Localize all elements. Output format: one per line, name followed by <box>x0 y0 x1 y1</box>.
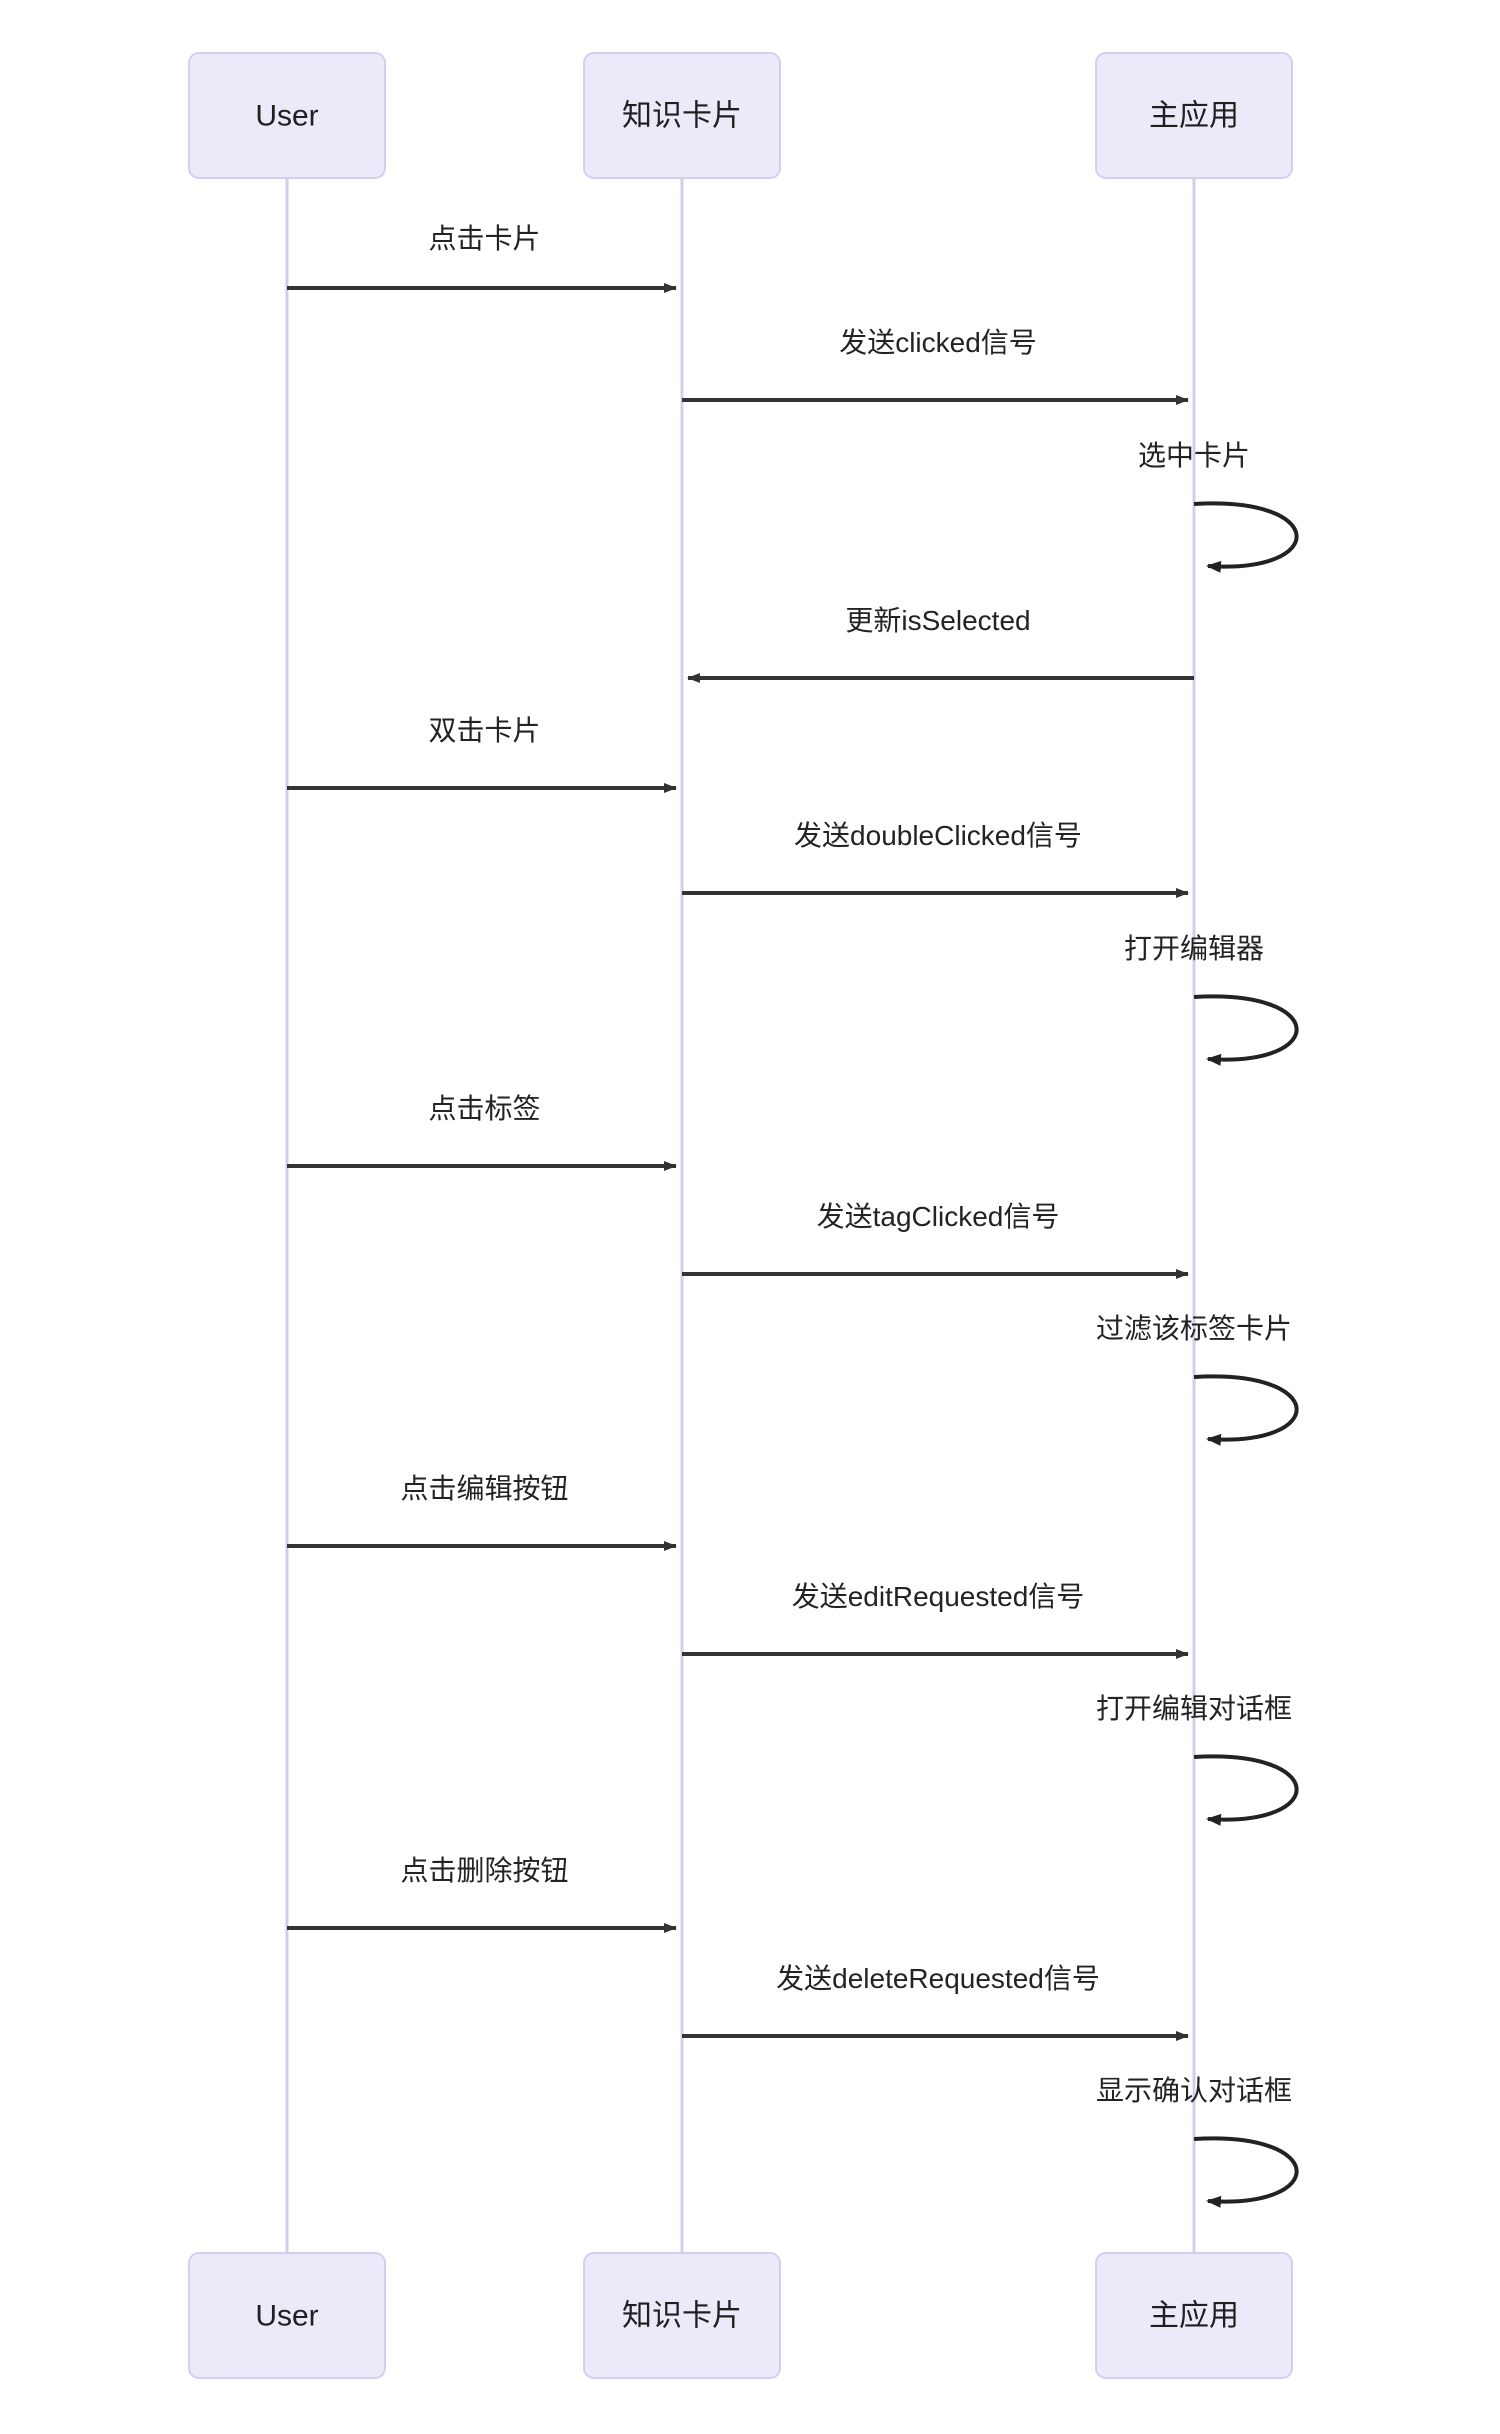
message-3: 选中卡片 <box>1138 440 1299 573</box>
actor-label-card-bottom: 知识卡片 <box>622 2299 742 2332</box>
message-5: 双击卡片 <box>287 715 677 793</box>
message-13: 打开编辑对话框 <box>1096 1693 1299 1826</box>
actor-box-app-top[interactable] <box>1095 52 1293 179</box>
message-4: 更新isSelected <box>687 605 1194 683</box>
message-1: 点击卡片 <box>287 223 677 293</box>
actor-label-card-top: 知识卡片 <box>622 99 742 132</box>
actor-box-card-top[interactable] <box>583 52 781 179</box>
lifelines-group <box>285 178 1196 2253</box>
self-loop-arrow <box>1193 994 1299 1066</box>
message-9: 发送tagClicked信号 <box>682 1201 1189 1279</box>
self-message-label: 显示确认对话框 <box>1096 2075 1292 2106</box>
actor-box-app-bottom[interactable] <box>1095 2252 1293 2379</box>
self-loop-arrow <box>1193 2136 1299 2208</box>
self-loop-arrow <box>1193 1374 1299 1446</box>
message-10: 过滤该标签卡片 <box>1096 1313 1299 1446</box>
message-12: 发送editRequested信号 <box>682 1581 1189 1659</box>
actor-box-user-top[interactable] <box>188 52 386 179</box>
message-8: 点击标签 <box>287 1093 677 1171</box>
message-label: 发送doubleClicked信号 <box>794 820 1082 851</box>
message-label: 发送editRequested信号 <box>792 1581 1085 1612</box>
self-loop-arrow <box>1193 501 1299 573</box>
actor-label-app-bottom: 主应用 <box>1149 2299 1239 2332</box>
actor-label-app-top: 主应用 <box>1149 99 1239 132</box>
message-11: 点击编辑按钮 <box>287 1473 677 1551</box>
self-loop-arrow <box>1193 1754 1299 1826</box>
actor-box-user-bottom[interactable] <box>188 2252 386 2379</box>
self-message-label: 打开编辑对话框 <box>1096 1693 1292 1724</box>
self-message-label: 打开编辑器 <box>1124 933 1264 964</box>
actor-boxes-top: User 知识卡片 主应用 <box>188 52 1293 179</box>
actor-box-card-bottom[interactable] <box>583 2252 781 2379</box>
actor-boxes-bottom: User 知识卡片 主应用 <box>188 2252 1293 2379</box>
self-message-label: 选中卡片 <box>1138 440 1250 471</box>
actor-label-user-bottom: User <box>255 2299 318 2332</box>
actor-label-user-top: User <box>255 99 318 132</box>
message-label: 发送tagClicked信号 <box>817 1201 1060 1232</box>
message-label: 点击标签 <box>428 1093 540 1124</box>
message-6: 发送doubleClicked信号 <box>682 820 1189 898</box>
self-message-label: 过滤该标签卡片 <box>1096 1313 1292 1344</box>
message-label: 点击编辑按钮 <box>400 1473 568 1504</box>
message-label: 双击卡片 <box>428 715 540 746</box>
message-7: 打开编辑器 <box>1124 933 1299 1066</box>
message-label: 点击删除按钮 <box>400 1855 568 1886</box>
message-label: 更新isSelected <box>845 605 1030 636</box>
message-14: 点击删除按钮 <box>287 1855 677 1933</box>
message-2: 发送clicked信号 <box>682 327 1189 405</box>
message-label: 点击卡片 <box>428 223 540 254</box>
message-15: 发送deleteRequested信号 <box>682 1963 1189 2041</box>
message-label: 发送clicked信号 <box>839 327 1037 358</box>
message-label: 发送deleteRequested信号 <box>776 1963 1100 1994</box>
message-16: 显示确认对话框 <box>1096 2075 1299 2208</box>
